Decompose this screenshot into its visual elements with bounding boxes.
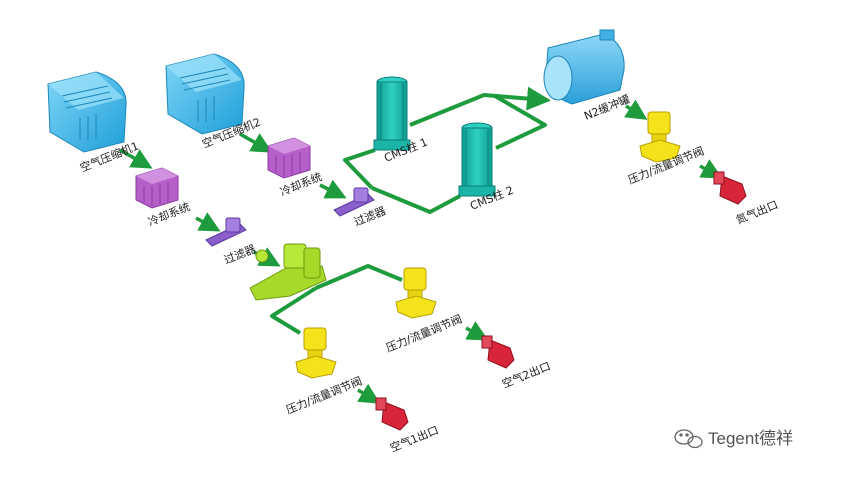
filter-2 <box>333 187 375 217</box>
cms-column-2 <box>458 122 496 197</box>
label-filter1: 过滤器 <box>222 242 257 266</box>
arrow-valve-air2-to-outlet <box>465 321 489 341</box>
valve-n2 <box>639 111 681 163</box>
pipe-to-cms2 <box>371 186 461 214</box>
arrow-cooling1-to-filter1 <box>195 212 221 232</box>
cooling-system-2 <box>267 137 311 179</box>
arrow-comp1-to-cooling1 <box>119 148 153 169</box>
pipe-manifold-branch-right <box>315 264 403 290</box>
watermark: Tegent德祥 <box>674 429 793 449</box>
cooling-system-1 <box>135 167 179 209</box>
arrow-buffer-to-valve-n2 <box>624 99 648 120</box>
outlet-n2 <box>713 171 747 205</box>
pipe-cms1-to-buffer <box>409 86 551 127</box>
air-compressor-1 <box>47 71 127 153</box>
air-compressor-2 <box>165 53 245 135</box>
pipe-cms2-to-buffer <box>493 94 547 150</box>
label-valve-air2: 压力/流量调节阀 <box>384 312 464 355</box>
valve-air1 <box>295 327 337 379</box>
pipe-to-cms1 <box>343 148 376 190</box>
arrow-comp2-to-cooling2 <box>239 132 273 153</box>
n2-buffer-tank <box>543 29 625 105</box>
valve-air2 <box>395 267 437 319</box>
pipe-manifold-branch-left <box>270 286 318 335</box>
watermark-text: Tegent德祥 <box>708 429 793 448</box>
manifold-valve <box>249 243 327 301</box>
outlet-air2 <box>481 335 515 369</box>
filter-1 <box>205 217 247 247</box>
wechat-icon <box>674 429 703 449</box>
outlet-air1 <box>375 397 409 431</box>
label-valve-air1: 压力/流量调节阀 <box>284 374 364 417</box>
arrow-valve-air1-to-outlet <box>357 383 381 404</box>
pipe-network <box>270 86 551 335</box>
cms-column-1 <box>373 76 411 151</box>
arrow-cooling2-to-filter2 <box>319 179 347 199</box>
